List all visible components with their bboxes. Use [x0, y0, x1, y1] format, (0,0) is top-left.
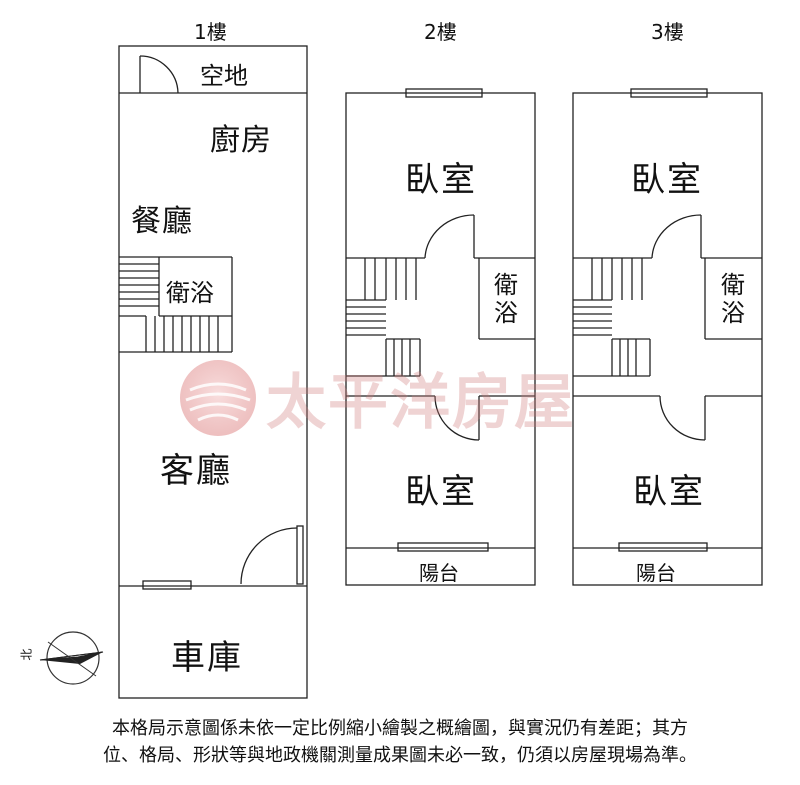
floor-2-walls	[345, 88, 536, 586]
compass: 北	[18, 630, 108, 694]
disclaimer-line-1: 本格局示意圖係未依一定比例縮小繪製之概繪圖，與實況仍有差距；其方	[112, 718, 688, 739]
floor-3-bathroom-char-2: 浴	[721, 299, 745, 327]
compass-north-label: 北	[19, 648, 34, 661]
floor-2-bathroom-label: 衛 浴	[494, 271, 518, 327]
kitchen-label: 廚房	[210, 123, 272, 158]
watermark-text: 太平洋房屋	[266, 368, 576, 438]
watermark-logo-icon	[180, 359, 256, 436]
dining-label: 餐廳	[131, 204, 193, 239]
floor-3-bedroom-back-label: 臥室	[633, 472, 705, 512]
floor-3-balcony-label: 陽台	[636, 561, 676, 585]
floor-1-title: 1樓	[194, 20, 227, 44]
disclaimer-line-2: 位、格局、形狀等與地政機關測量成果圖未必一致，仍須以房屋現場為準。	[103, 745, 697, 766]
floor-1-bathroom-label: 衛浴	[166, 279, 214, 307]
living-room-label: 客廳	[160, 451, 232, 491]
floor-3-bathroom-label: 衛 浴	[721, 271, 745, 327]
floor-1-walls	[118, 45, 308, 699]
open-space-label: 空地	[200, 62, 248, 90]
floor-2-bedroom-front-label: 臥室	[405, 160, 477, 200]
compass-icon	[39, 631, 104, 685]
garage-label: 車庫	[171, 638, 243, 678]
watermark: 太平洋房屋	[176, 354, 576, 441]
floor-3-bedroom-front-label: 臥室	[631, 160, 703, 200]
floor-3-title: 3樓	[651, 20, 684, 44]
floor-2-bathroom-char-2: 浴	[494, 299, 518, 327]
floor-3-walls	[572, 88, 763, 586]
floor-2-balcony-label: 陽台	[419, 561, 459, 585]
floor-2-bedroom-back-label: 臥室	[405, 472, 477, 512]
floor-2-title: 2樓	[424, 20, 457, 44]
floor-3-bathroom-char-1: 衛	[721, 271, 745, 299]
disclaimer-text: 本格局示意圖係未依一定比例縮小繪製之概繪圖，與實況仍有差距；其方 位、格局、形狀…	[0, 715, 800, 769]
floor-2-bathroom-char-1: 衛	[494, 271, 518, 299]
